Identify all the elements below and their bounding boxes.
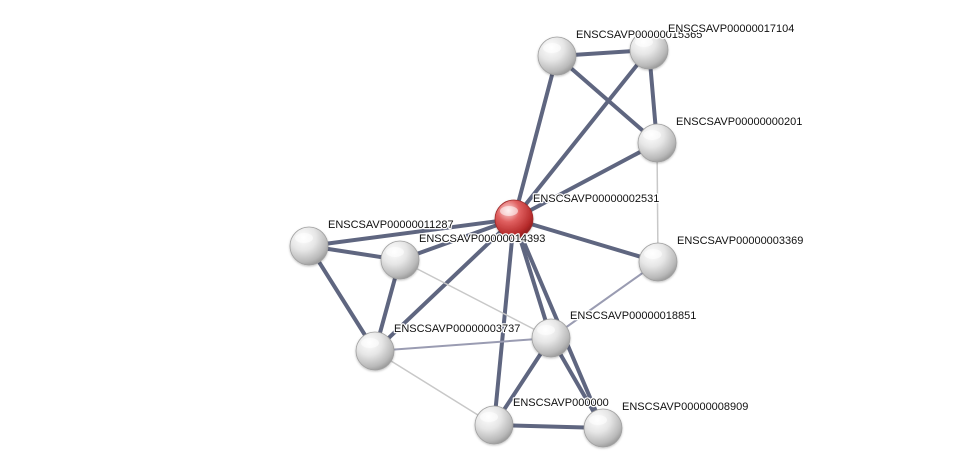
node-n11287[interactable] bbox=[289, 226, 329, 266]
node-highlight bbox=[644, 249, 662, 259]
edge-n3369-n18851[interactable] bbox=[550, 261, 659, 339]
node-highlight bbox=[589, 415, 607, 425]
edge-n2531-n14393[interactable] bbox=[398, 217, 516, 262]
node-highlight bbox=[386, 247, 404, 257]
edge-n2531-n11287[interactable] bbox=[307, 217, 516, 248]
edge-n15365-n2531[interactable] bbox=[512, 54, 559, 221]
node-n3369[interactable] bbox=[638, 242, 678, 282]
node-highlight bbox=[295, 233, 313, 243]
edge-n2531-n18851[interactable] bbox=[512, 217, 553, 340]
node-n201[interactable] bbox=[637, 123, 677, 163]
edge-n201-n3369[interactable] bbox=[656, 142, 659, 263]
node-highlight bbox=[543, 43, 561, 53]
node-label-n17104: ENSCSAVP00000017104 bbox=[668, 23, 794, 35]
node-label-n14393: ENSCSAVP00000014393 bbox=[419, 233, 545, 245]
node-n14393[interactable] bbox=[380, 240, 420, 280]
node-label-n11287: ENSCSAVP00000011287 bbox=[328, 219, 454, 231]
edge-n2531-n3369[interactable] bbox=[512, 217, 660, 264]
edge-n14393-n18851[interactable] bbox=[399, 259, 552, 339]
edge-n3737-n01xxx[interactable] bbox=[374, 350, 495, 426]
edge-n3737-n18851[interactable] bbox=[374, 337, 552, 352]
node-label-n2531: ENSCSAVP00000002531 bbox=[533, 193, 659, 205]
node-highlight bbox=[643, 130, 661, 140]
node-label-n3737: ENSCSAVP00000003737 bbox=[394, 323, 520, 335]
node-highlight bbox=[500, 206, 518, 216]
nodes-layer bbox=[289, 30, 678, 448]
node-label-n3369: ENSCSAVP00000003369 bbox=[677, 235, 803, 247]
node-highlight bbox=[635, 37, 653, 47]
node-label-n201: ENSCSAVP00000000201 bbox=[676, 116, 802, 128]
node-label-n8909: ENSCSAVP00000008909 bbox=[622, 401, 748, 413]
labels-layer: ENSCSAVP00000015365ENSCSAVP00000017104EN… bbox=[327, 22, 805, 415]
edge-n11287-n3737[interactable] bbox=[307, 244, 377, 353]
edge-n17104-n2531[interactable] bbox=[512, 48, 651, 221]
node-n18851[interactable] bbox=[531, 318, 571, 358]
node-highlight bbox=[361, 338, 379, 348]
node-n01xxx[interactable] bbox=[474, 405, 514, 445]
node-highlight bbox=[537, 325, 555, 335]
node-label-n15365: ENSCSAVP00000015365 bbox=[576, 29, 702, 41]
node-highlight bbox=[480, 412, 498, 422]
node-label-n01xxx: ENSCSAVP000000 bbox=[513, 397, 609, 409]
node-label-n18851: ENSCSAVP00000018851 bbox=[570, 310, 696, 322]
node-n15365[interactable] bbox=[537, 36, 577, 76]
node-n3737[interactable] bbox=[355, 331, 395, 371]
edge-n2531-n01xxx[interactable] bbox=[492, 217, 516, 427]
edge-n201-n2531[interactable] bbox=[512, 141, 659, 221]
node-n8909[interactable] bbox=[583, 408, 623, 448]
edge-n2531-n3737[interactable] bbox=[373, 217, 516, 353]
